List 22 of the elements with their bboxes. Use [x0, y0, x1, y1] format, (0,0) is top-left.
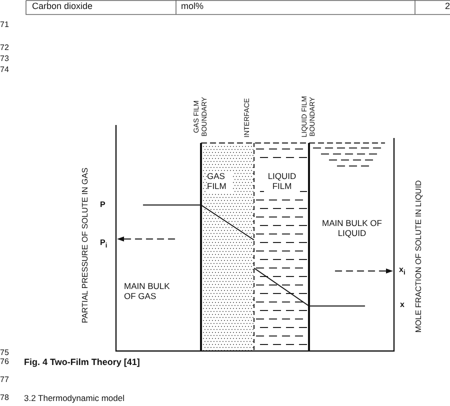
axis-value: P [100, 201, 106, 210]
axis-label: MOLE FRACTION OF SOLUTE IN LIQUID [414, 180, 424, 332]
line-number: 76 [0, 358, 9, 367]
axis-label: PARTIAL PRESSURE OF SOLUTE IN GAS [80, 167, 90, 323]
line-number: 71 [0, 21, 9, 30]
line-number: 73 [0, 55, 9, 64]
figure-caption: Fig. 4 Two-Film Theory [41] [24, 358, 140, 368]
region-label: GAS FILM [207, 172, 233, 192]
axis-value: P$_{i}$ [100, 239, 108, 250]
axis-value: x [400, 301, 404, 310]
line-number: 72 [0, 44, 9, 53]
region-label: LIQUID FILM [264, 172, 300, 192]
table-cell: 2 [445, 2, 450, 12]
table-cell: mol% [181, 2, 204, 12]
region-label: MAIN BULK OF LIQUID [321, 219, 383, 239]
axis-value: x$_{i}$ [399, 266, 406, 277]
line-number: 78 [0, 394, 9, 403]
line-number: 74 [0, 66, 9, 75]
table-cell: Carbon dioxide [32, 2, 93, 12]
line-number: 77 [0, 376, 9, 385]
section-heading: 3.2 Thermodynamic model [24, 394, 124, 404]
line-number: 75 [0, 349, 9, 358]
